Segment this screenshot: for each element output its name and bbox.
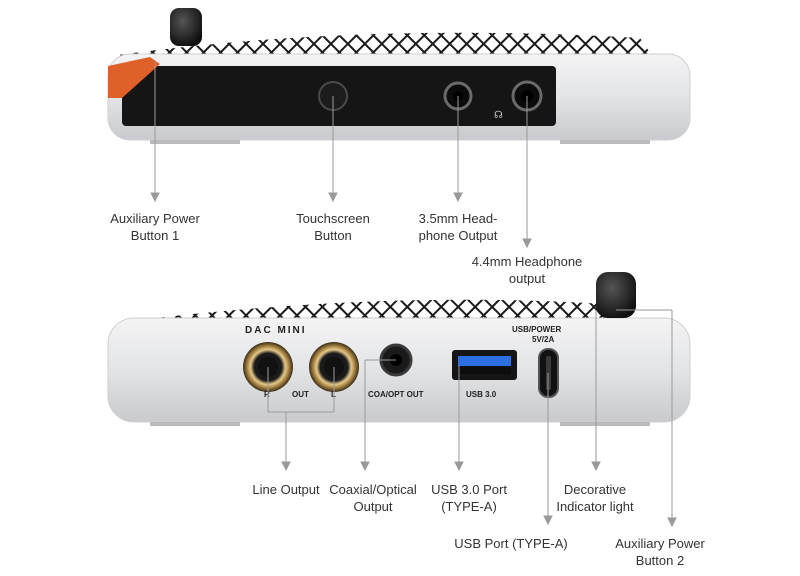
label-aux-power-1: Auxiliary Power Button 1: [95, 210, 215, 244]
label-decorative-light-line2: Indicator light: [556, 499, 634, 514]
headphone-icon: ☊: [494, 110, 503, 121]
label-coax-optical: Coaxial/Optical Output: [318, 481, 428, 515]
front-foot-right: [560, 140, 650, 144]
knob-top[interactable]: [170, 8, 202, 46]
silk-r: R: [264, 390, 270, 399]
label-hp44-line1: 4.4mm Headphone: [471, 254, 583, 269]
device-front-view: ☊: [107, 8, 691, 144]
label-line-output: Line Output: [236, 481, 336, 498]
silk-out: OUT: [292, 390, 309, 399]
label-aux-power-2: Auxiliary Power Button 2: [600, 535, 720, 569]
label-hp35-line2: phone Output: [418, 228, 498, 243]
front-mesh-top: [118, 32, 655, 60]
rear-foot-right: [560, 422, 650, 426]
label-aux-power-1-line2: Button 1: [130, 228, 180, 243]
label-hp44: 4.4mm Headphone output: [457, 253, 597, 287]
front-foot-left: [150, 140, 240, 144]
silk-usb3: USB 3.0: [466, 390, 497, 399]
device-rear-view: DAC MINI R OUT L COA/OPT OUT USB 3.0 USB…: [107, 272, 691, 426]
label-touchscreen: Touchscreen Button: [273, 210, 393, 244]
label-usb3-port: USB 3.0 Port (TYPE-A): [419, 481, 519, 515]
label-usb3-port-line2: (TYPE-A): [441, 499, 497, 514]
silk-power-rating: 5V/2A: [532, 335, 554, 344]
silk-coax: COA/OPT OUT: [368, 390, 424, 399]
label-hp35-line1: 3.5mm Head-: [418, 211, 498, 226]
label-coax-optical-line1: Coaxial/Optical: [329, 482, 417, 497]
leader-lines: [150, 62, 677, 528]
knob-rear[interactable]: [596, 272, 636, 318]
label-hp44-line2: output: [508, 271, 546, 286]
label-touchscreen-line1: Touchscreen: [296, 211, 370, 226]
label-touchscreen-line2: Button: [314, 228, 352, 243]
orange-accent: [108, 57, 160, 98]
label-usb3-port-line1: USB 3.0 Port: [431, 482, 507, 497]
label-hp35: 3.5mm Head- phone Output: [398, 210, 518, 244]
silk-usbpower: USB/POWER: [512, 325, 562, 334]
logo-text: DAC MINI: [245, 325, 307, 336]
rear-foot-left: [150, 422, 240, 426]
label-coax-optical-line2: Output: [353, 499, 393, 514]
label-usb-typec-line1: USB Port (TYPE-A): [454, 536, 568, 551]
label-aux-power-2-line2: Button 2: [635, 553, 685, 568]
label-usb-typec: USB Port (TYPE-A): [446, 535, 576, 552]
label-decorative-light: Decorative Indicator light: [540, 481, 650, 515]
label-aux-power-2-line1: Auxiliary Power: [615, 536, 705, 551]
label-line-output-line1: Line Output: [252, 482, 320, 497]
label-aux-power-1-line1: Auxiliary Power: [110, 211, 200, 226]
label-decorative-light-line1: Decorative: [563, 482, 627, 497]
